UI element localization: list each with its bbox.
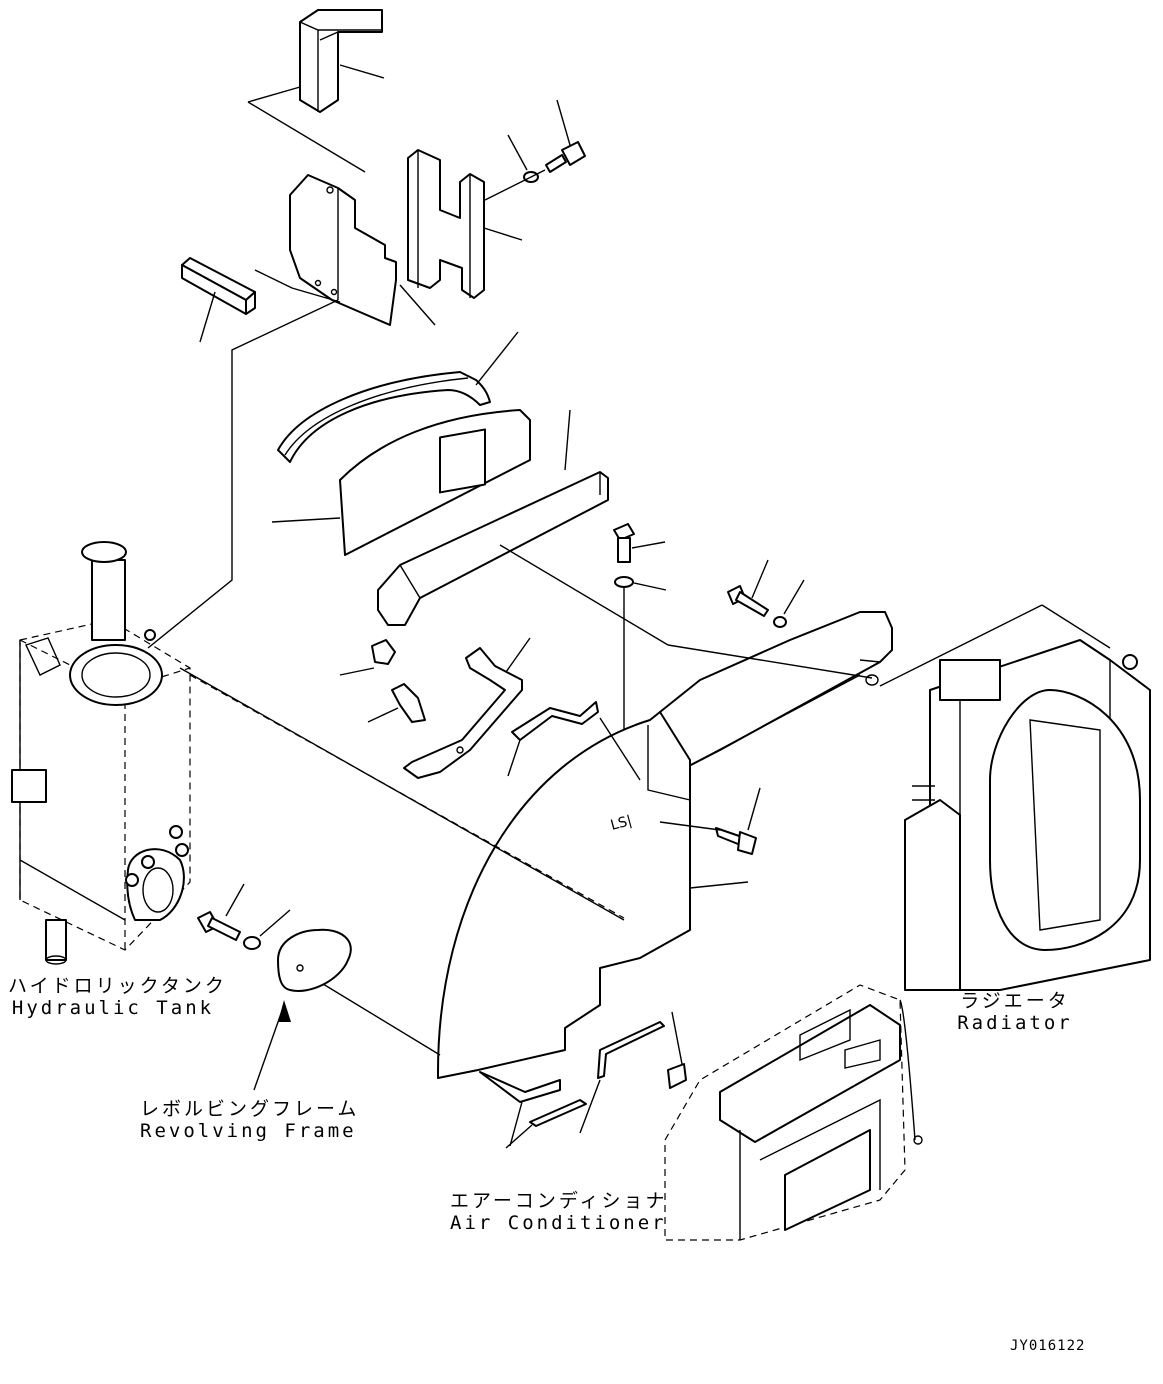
radiator-label: ラジエータ Radiator <box>940 990 1090 1034</box>
radiator-drawing <box>904 639 1151 991</box>
air-conditioner-label-en: Air Conditioner <box>450 1212 667 1234</box>
h-seal-part <box>407 149 523 299</box>
bolt-shroud <box>715 787 761 855</box>
air-conditioner-label-jp: エアーコンディショナ <box>450 1190 668 1212</box>
strip-seal-part <box>505 1099 587 1149</box>
revolving-frame-label-en: Revolving Frame <box>140 1120 357 1142</box>
svg-text:LS|: LS| <box>609 813 634 834</box>
air-conditioner-label: エアーコンディショナ Air Conditioner <box>450 1190 665 1234</box>
hydraulic-tank-label-jp: ハイドロリックタンク <box>8 975 227 997</box>
bolt-right <box>727 559 769 617</box>
drawing-code: JY016122 <box>1010 1338 1086 1354</box>
air-conditioner-drawing <box>664 984 923 1241</box>
frame-arrow <box>253 1000 291 1091</box>
top-cover-part <box>659 611 893 769</box>
bent-strip-part <box>579 1021 665 1134</box>
washer-tank <box>243 909 291 950</box>
pad-part <box>667 1011 687 1089</box>
radiator-label-en: Radiator <box>957 1012 1073 1034</box>
washer-mid <box>614 576 667 591</box>
clamp-part <box>507 701 599 777</box>
radiator-label-jp: ラジエータ <box>960 990 1070 1012</box>
curved-seal-part <box>277 331 519 463</box>
hydraulic-tank-label: ハイドロリックタンク Hydraulic Tank <box>8 975 227 1019</box>
angle-bracket-part <box>403 637 531 779</box>
frame-plate-part <box>277 928 352 992</box>
bolt-top <box>545 99 586 173</box>
clip-bolt <box>339 639 396 676</box>
square-bar-part <box>181 257 256 343</box>
bolt-mid <box>613 523 666 563</box>
revolving-frame-label-jp: レボルビングフレーム <box>140 1098 360 1120</box>
clip-part <box>367 683 426 723</box>
window-plate-part <box>271 409 531 556</box>
l-seal-part <box>299 9 385 113</box>
shroud-panel-part: LS| <box>437 711 749 1079</box>
long-block-part <box>377 409 609 626</box>
bolt-tank <box>197 883 245 941</box>
washer-right <box>773 579 805 628</box>
bracket-plate-part <box>289 174 436 326</box>
hydraulic-tank-drawing <box>11 541 191 965</box>
hydraulic-tank-label-en: Hydraulic Tank <box>11 997 215 1019</box>
revolving-frame-label: レボルビングフレーム Revolving Frame <box>140 1098 360 1142</box>
washer-top <box>507 134 539 183</box>
bottom-bracket-part <box>479 1071 561 1147</box>
